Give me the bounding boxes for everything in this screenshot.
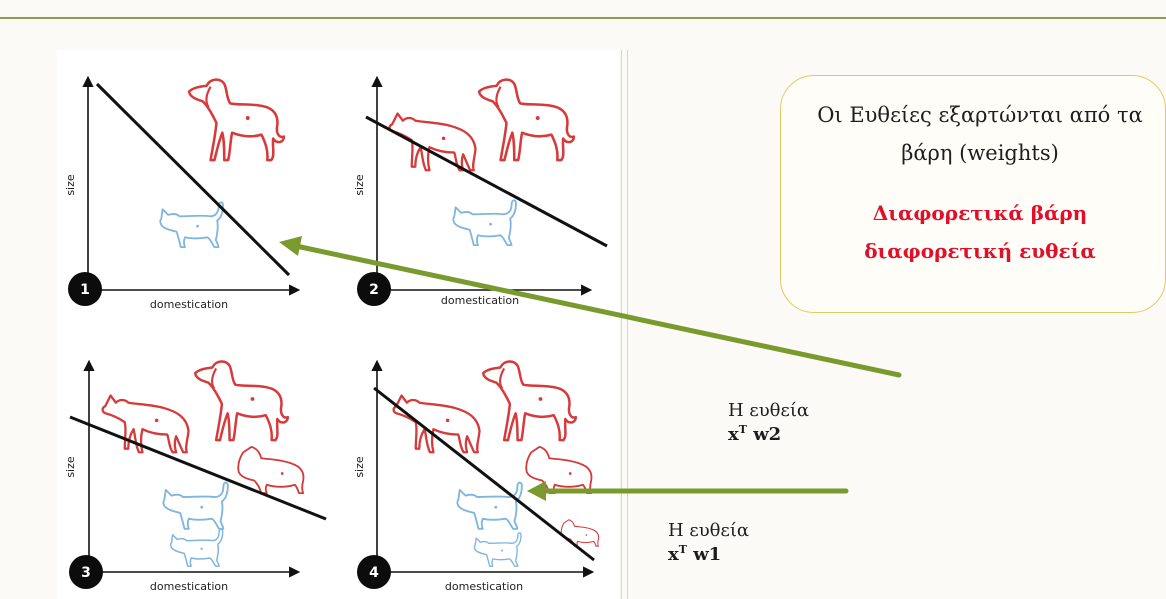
dog-icon bbox=[193, 360, 290, 442]
x-axis-label: domestication bbox=[445, 580, 523, 593]
plot-badge bbox=[68, 272, 102, 306]
plot-badge bbox=[69, 555, 103, 589]
terrier-icon bbox=[237, 445, 305, 495]
plot-4: 4 domestication size bbox=[353, 359, 600, 593]
line-w2-label: Η ευθεία xT w2 bbox=[728, 400, 809, 445]
y-axis-label: size bbox=[353, 456, 366, 478]
dog-icon bbox=[477, 78, 576, 162]
top-rule bbox=[0, 17, 1166, 19]
decision-line bbox=[365, 115, 608, 248]
line-w1-formula: xT w1 bbox=[668, 543, 749, 565]
plot-badge bbox=[357, 555, 391, 589]
pointer-arrow-w1 bbox=[527, 481, 849, 501]
cat-icon bbox=[452, 199, 517, 247]
plot-badge bbox=[357, 272, 391, 306]
decision-line bbox=[95, 82, 291, 277]
y-axis-label: size bbox=[64, 456, 77, 478]
line-w1-label: Η ευθεία xT w1 bbox=[668, 520, 749, 565]
y-axis-label: size bbox=[64, 174, 77, 196]
divider-line bbox=[627, 50, 628, 599]
plot-3: 3 domestication size bbox=[64, 359, 327, 593]
arrow-shaft bbox=[293, 243, 902, 378]
wolf-icon bbox=[388, 112, 477, 172]
divider-line bbox=[621, 50, 622, 599]
plot-badge-number: 4 bbox=[369, 565, 379, 581]
y-axis-label: size bbox=[353, 174, 366, 196]
callout-highlight-text: Διαφορετικά βάρη διαφορετική ευθεία bbox=[864, 201, 1096, 263]
x-axis-label: domestication bbox=[441, 294, 519, 307]
x-axis-label: domestication bbox=[150, 580, 228, 593]
formula-transpose: T bbox=[678, 543, 687, 556]
terrier-icon bbox=[560, 519, 600, 547]
formula-base: x bbox=[668, 544, 679, 565]
arrow-head bbox=[527, 481, 546, 501]
cat-icon bbox=[456, 481, 523, 530]
plot-badge-number: 1 bbox=[80, 282, 90, 298]
decision-line bbox=[373, 386, 595, 562]
plot-2: 2 domestication size bbox=[353, 75, 608, 307]
wolf-icon bbox=[101, 394, 190, 454]
decision-line bbox=[69, 415, 327, 521]
callout-box: Οι Ευθείες εξαρτώνται από τα βάρη (weigh… bbox=[780, 75, 1166, 313]
formula-transpose: T bbox=[738, 423, 747, 436]
pointer-arrow-w2 bbox=[279, 236, 902, 378]
dog-icon bbox=[187, 78, 286, 162]
formula-weight: w1 bbox=[686, 544, 722, 565]
line-w1-title: Η ευθεία bbox=[668, 520, 750, 541]
callout-text: Οι Ευθείες εξαρτώνται από τα βάρη (weigh… bbox=[817, 103, 1143, 165]
plot-1: 1 domestication size bbox=[64, 75, 301, 311]
plot-badge-number: 3 bbox=[81, 565, 91, 581]
arrow-head bbox=[279, 236, 302, 256]
plot-badge-number: 2 bbox=[369, 282, 379, 298]
line-w2-formula: xT w2 bbox=[728, 423, 809, 445]
cat-icon bbox=[473, 532, 522, 567]
wolf-icon bbox=[392, 394, 481, 454]
line-w2-title: Η ευθεία bbox=[728, 400, 810, 421]
terrier-icon bbox=[525, 445, 593, 495]
x-axis-label: domestication bbox=[150, 298, 228, 311]
cat-icon bbox=[162, 481, 229, 530]
dog-icon bbox=[481, 360, 578, 442]
cat-icon bbox=[169, 528, 224, 567]
formula-base: x bbox=[728, 424, 739, 445]
formula-weight: w2 bbox=[746, 424, 782, 445]
cat-icon bbox=[159, 201, 224, 249]
